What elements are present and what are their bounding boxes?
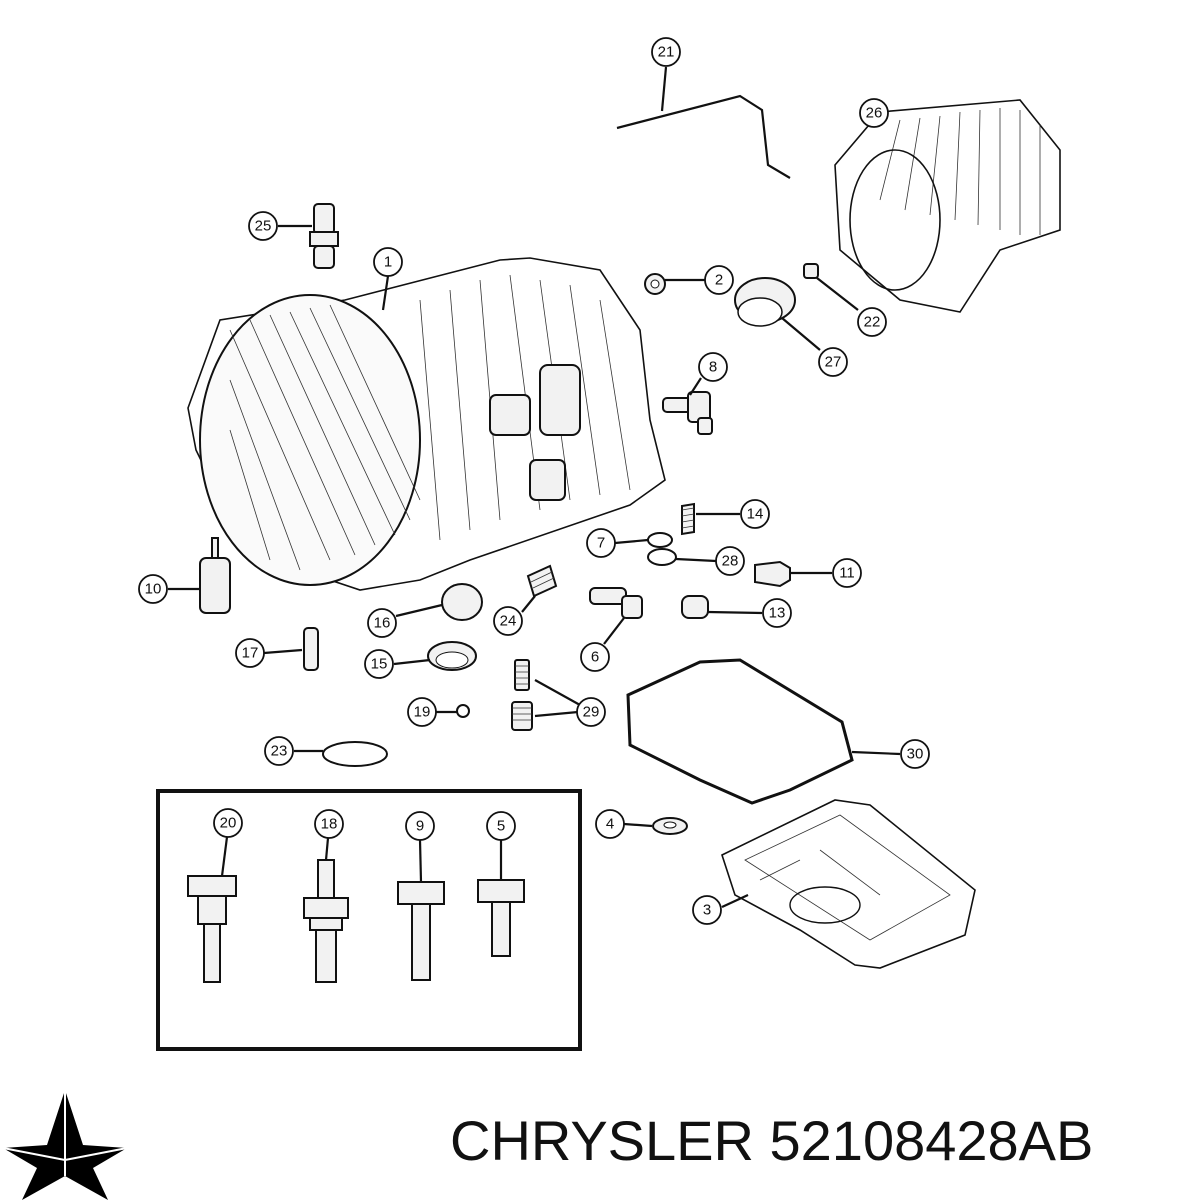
callout-3: 3 [692,895,722,925]
seal-part-2 [644,273,666,295]
svg-text:4: 4 [606,816,614,833]
callout-25: 25 [248,211,278,241]
svg-text:13: 13 [769,605,786,622]
callout-17: 17 [235,638,265,668]
svg-text:21: 21 [658,44,675,61]
svg-text:1: 1 [384,254,392,271]
bushing-part-13 [681,595,709,619]
o-ring-part-19 [456,704,470,718]
svg-text:3: 3 [703,902,711,919]
svg-text:26: 26 [866,105,883,122]
callout-26: 26 [859,98,889,128]
plug-part-11 [754,560,791,588]
svg-text:14: 14 [747,506,764,523]
dipstick-tube-part [616,94,791,179]
oil-pan-part [721,799,976,969]
pin-part-17 [303,627,319,671]
callout-14: 14 [740,499,770,529]
spring-part-29 [511,659,533,731]
spring-part-24 [526,564,558,598]
seal-part-15 [427,641,477,671]
svg-text:9: 9 [416,818,424,835]
svg-text:28: 28 [722,553,739,570]
callout-11: 11 [832,558,862,588]
gasket-part-23 [322,741,388,767]
svg-text:19: 19 [414,704,431,721]
callout-2: 2 [704,265,734,295]
bolt-part-5 [477,879,525,957]
spring-part-14 [681,502,695,536]
brand-name: CHRYSLER [450,1109,754,1172]
callout-20: 20 [213,808,243,838]
callout-24: 24 [493,606,523,636]
bolt-part-20 [187,875,237,983]
callout-7: 7 [586,528,616,558]
callout-29: 29 [576,697,606,727]
svg-text:18: 18 [321,816,338,833]
callout-6: 6 [580,642,610,672]
pan-gasket-part [626,658,854,805]
solenoid-part-10 [199,537,231,614]
leader-lines [168,66,901,908]
callout-5: 5 [486,811,516,841]
callout-1: 1 [373,247,403,277]
svg-text:16: 16 [374,615,391,632]
svg-text:2: 2 [715,272,723,289]
svg-text:11: 11 [839,565,855,582]
callout-21: 21 [651,37,681,67]
svg-text:20: 20 [220,815,237,832]
callout-16: 16 [367,608,397,638]
svg-text:6: 6 [591,649,599,666]
svg-text:24: 24 [500,613,517,630]
chrysler-pentastar-icon [2,1090,128,1200]
o-ring-part-7 [647,532,673,548]
callout-9: 9 [405,811,435,841]
callout-15: 15 [364,649,394,679]
svg-text:25: 25 [255,218,272,235]
callout-18: 18 [314,809,344,839]
callout-30: 30 [900,739,930,769]
callout-22: 22 [857,307,887,337]
callout-13: 13 [762,598,792,628]
svg-text:17: 17 [242,645,259,662]
svg-text:5: 5 [497,818,505,835]
transmission-case-part [187,257,666,591]
sensor-part-6 [589,587,643,619]
svg-text:7: 7 [597,535,605,552]
bolt-part-18 [303,859,349,983]
svg-text:27: 27 [825,354,842,371]
svg-text:15: 15 [371,656,388,673]
rear-seal-part [734,277,796,327]
svg-text:23: 23 [271,743,288,760]
callout-10: 10 [138,574,168,604]
svg-text:8: 8 [709,359,717,376]
o-ring-part-28 [647,548,677,566]
svg-text:29: 29 [583,704,600,721]
callout-4: 4 [595,809,625,839]
svg-text:22: 22 [864,314,881,331]
part-number: 52108428AB [769,1109,1094,1172]
callout-28: 28 [715,546,745,576]
bolt-kit-box [156,789,582,1051]
plug-part-22 [803,263,819,279]
cup-plug-part-16 [441,583,483,621]
svg-text:30: 30 [907,746,924,763]
extension-housing-part [834,99,1061,313]
washer-part-4 [652,817,688,835]
callout-8: 8 [698,352,728,382]
cooler-fitting-part [309,203,339,269]
bolt-part-9 [397,881,445,981]
callout-27: 27 [818,347,848,377]
sensor-part-8 [662,391,713,435]
callout-19: 19 [407,697,437,727]
svg-text:10: 10 [145,581,162,598]
callout-23: 23 [264,736,294,766]
part-number-caption: CHRYSLER 52108428AB [450,1108,1190,1178]
